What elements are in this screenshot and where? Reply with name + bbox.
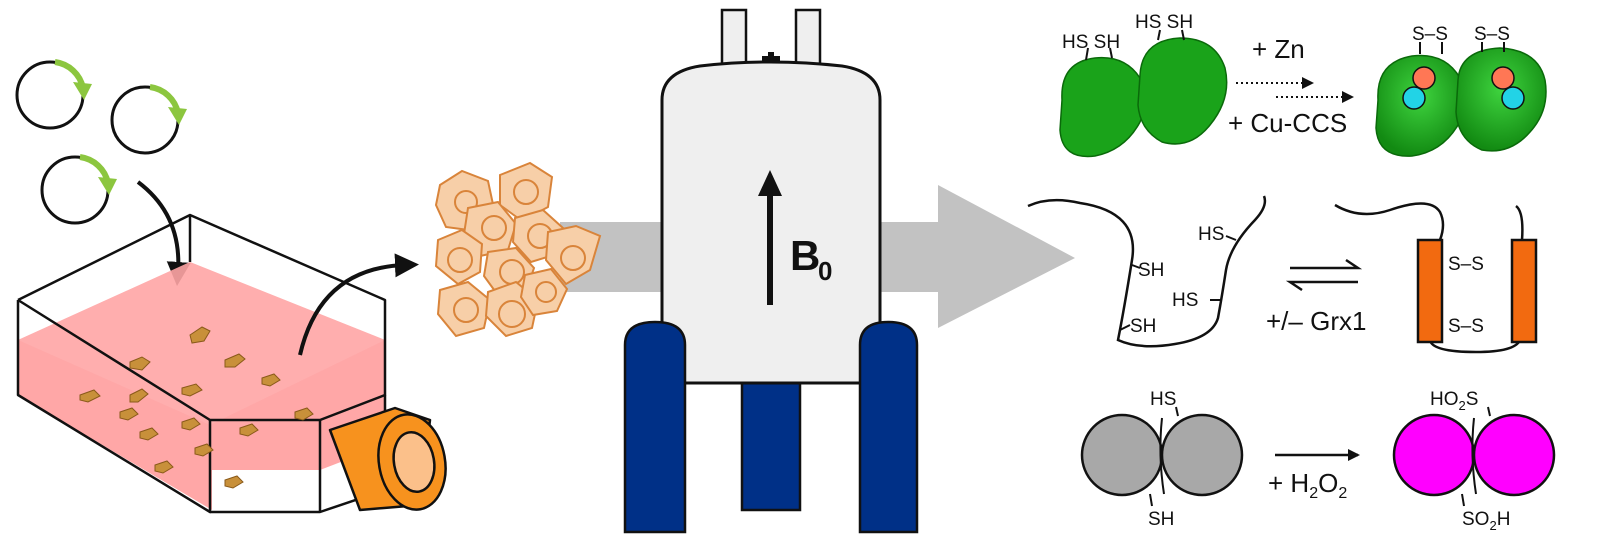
reduced-peptide-chain — [1027, 195, 1267, 348]
sod1-metallation-panel: HS SH HS SH + Zn + Cu-CCS S–S S–S — [1059, 12, 1547, 158]
cell — [519, 267, 569, 317]
field-subscript: 0 — [818, 256, 832, 286]
copper-reagent-label: + Cu-CCS — [1228, 108, 1347, 138]
thiol-label: HS — [1198, 224, 1224, 245]
harvested-cells — [434, 161, 602, 338]
flask-cap — [328, 406, 447, 512]
equilibrium-arrows — [1285, 258, 1363, 292]
peptide-redox-panel: HS SH HS SH +/– Grx1 S–S S–S — [1027, 195, 1538, 354]
holo-protein-dimer: S–S S–S — [1375, 24, 1547, 157]
grx1-label: +/– Grx1 — [1266, 306, 1366, 336]
copper-ion — [1402, 86, 1426, 110]
sulfinic-acid-label: SO2H — [1462, 509, 1510, 533]
thiol-label: HS — [1172, 290, 1198, 311]
peroxide-label: + H2O2 — [1268, 468, 1347, 502]
thiol-label: HS SH — [1062, 32, 1120, 53]
reduced-protein-dimer: HS SH — [1080, 389, 1244, 530]
harvest-arrow — [298, 253, 419, 356]
sulfinic-acid-label: HO2S — [1430, 389, 1478, 413]
thiol-label: HS — [1150, 389, 1176, 410]
zinc-ion — [1412, 66, 1436, 90]
disulfide-label: S–S — [1474, 24, 1510, 45]
thiol-label: SH — [1130, 316, 1156, 337]
plasmid-icon — [40, 154, 117, 225]
transfection-arrow — [136, 180, 191, 286]
field-label: B — [790, 232, 820, 279]
oxidation-panel: HS SH + H2O2 HO2S SO2H — [1080, 389, 1556, 533]
magnet-leg — [740, 378, 802, 512]
thiol-label: HS SH — [1135, 12, 1193, 33]
apo-protein-dimer: HS SH HS SH — [1059, 12, 1228, 158]
plasmid-icon — [15, 59, 92, 130]
magnet-leg — [858, 320, 919, 534]
nmr-magnet: B 0 — [623, 8, 919, 534]
cell — [434, 228, 484, 286]
magnet-leg — [623, 320, 687, 534]
plasmid-icon — [110, 84, 187, 155]
helix-bar — [1416, 238, 1444, 344]
helix-bar — [1510, 238, 1538, 344]
oxidized-protein-dimer: HO2S SO2H — [1392, 389, 1556, 533]
plasmids-group — [15, 59, 191, 286]
disulfide-label: S–S — [1448, 254, 1484, 275]
zinc-reagent-label: + Zn — [1252, 34, 1305, 64]
cell — [436, 280, 492, 338]
copper-ion — [1501, 86, 1525, 110]
disulfide-label: S–S — [1412, 24, 1448, 45]
thiol-label: SH — [1138, 260, 1164, 281]
adherent-cells — [79, 326, 314, 489]
disulfide-label: S–S — [1448, 316, 1484, 337]
thiol-label: SH — [1148, 509, 1174, 530]
cell — [544, 224, 602, 286]
zinc-ion — [1491, 66, 1515, 90]
culture-flask — [16, 213, 447, 514]
